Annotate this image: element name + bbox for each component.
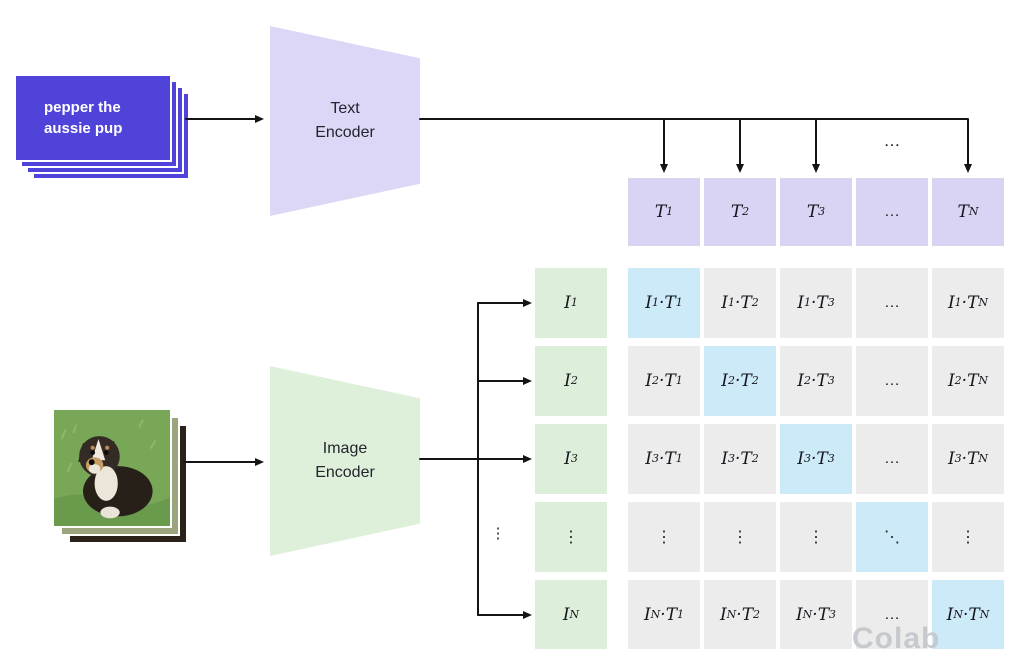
text-encoder-label-line1: Text (330, 100, 360, 117)
image-branch-ellipsis: ⋮ (490, 525, 506, 542)
similarity-cell-r4c5: ⋮ (932, 502, 1004, 572)
text-encoder-label-line2: Encoder (315, 124, 375, 141)
text-encoder-shape: Text Encoder (270, 26, 420, 216)
text-prompt-line2: aussie pup (44, 120, 123, 137)
grass-blades (60, 419, 157, 473)
similarity-cell-r4c3: ⋮ (780, 502, 852, 572)
similarity-cell-r4c1: ⋮ (628, 502, 700, 572)
similarity-cell-r4c4: ⋱ (856, 502, 928, 572)
puppy-photo (52, 408, 172, 528)
text-prompt-line1: pepper the (44, 99, 121, 116)
image-embedding-cell-4: ⋮ (535, 502, 607, 572)
similarity-cell-r3c4: … (856, 424, 928, 494)
similarity-cell-r1c4: … (856, 268, 928, 338)
text-prompt-card: pepper the aussie pup (14, 74, 172, 162)
similarity-cell-r4c2: ⋮ (704, 502, 776, 572)
image-encoder-shape: Image Encoder (270, 366, 420, 556)
watermark-text: Colab (852, 622, 941, 649)
similarity-cell-r5c4: … (856, 580, 928, 649)
text-embedding-cell-4: … (856, 178, 928, 246)
image-encoder-label-line2: Encoder (315, 464, 375, 481)
puppy-figure (78, 436, 153, 519)
text-flow-ellipsis: … (883, 131, 901, 150)
similarity-cell-r2c4: … (856, 346, 928, 416)
image-encoder-label-line1: Image (322, 440, 368, 457)
